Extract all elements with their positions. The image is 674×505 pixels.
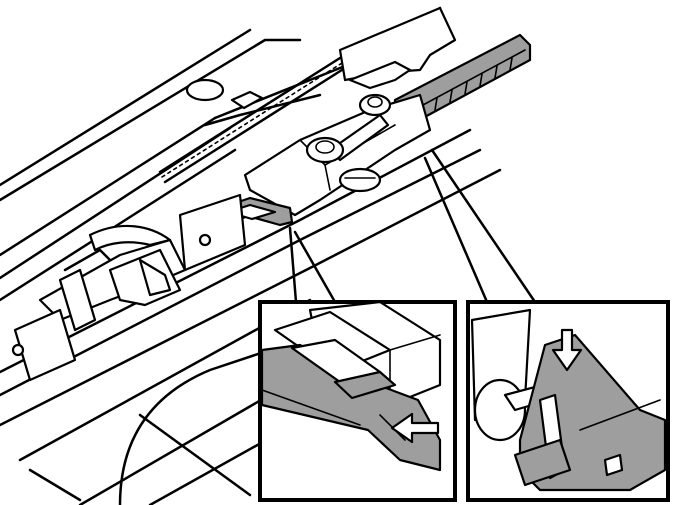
detail-inset-left xyxy=(258,300,457,502)
screw-left xyxy=(305,136,345,164)
arrow-down-icon xyxy=(551,328,583,372)
screw-right xyxy=(358,93,392,117)
detail-inset-right xyxy=(466,300,670,502)
drive-spring xyxy=(158,56,347,184)
hook-mechanism xyxy=(11,193,247,382)
oval-slot xyxy=(185,78,225,102)
callout-leaders xyxy=(288,148,537,304)
arrow-left-icon xyxy=(390,412,440,444)
toothed-rail xyxy=(393,33,532,127)
carriage xyxy=(243,93,432,217)
chassis xyxy=(0,6,502,505)
upper-bracket xyxy=(338,6,457,90)
